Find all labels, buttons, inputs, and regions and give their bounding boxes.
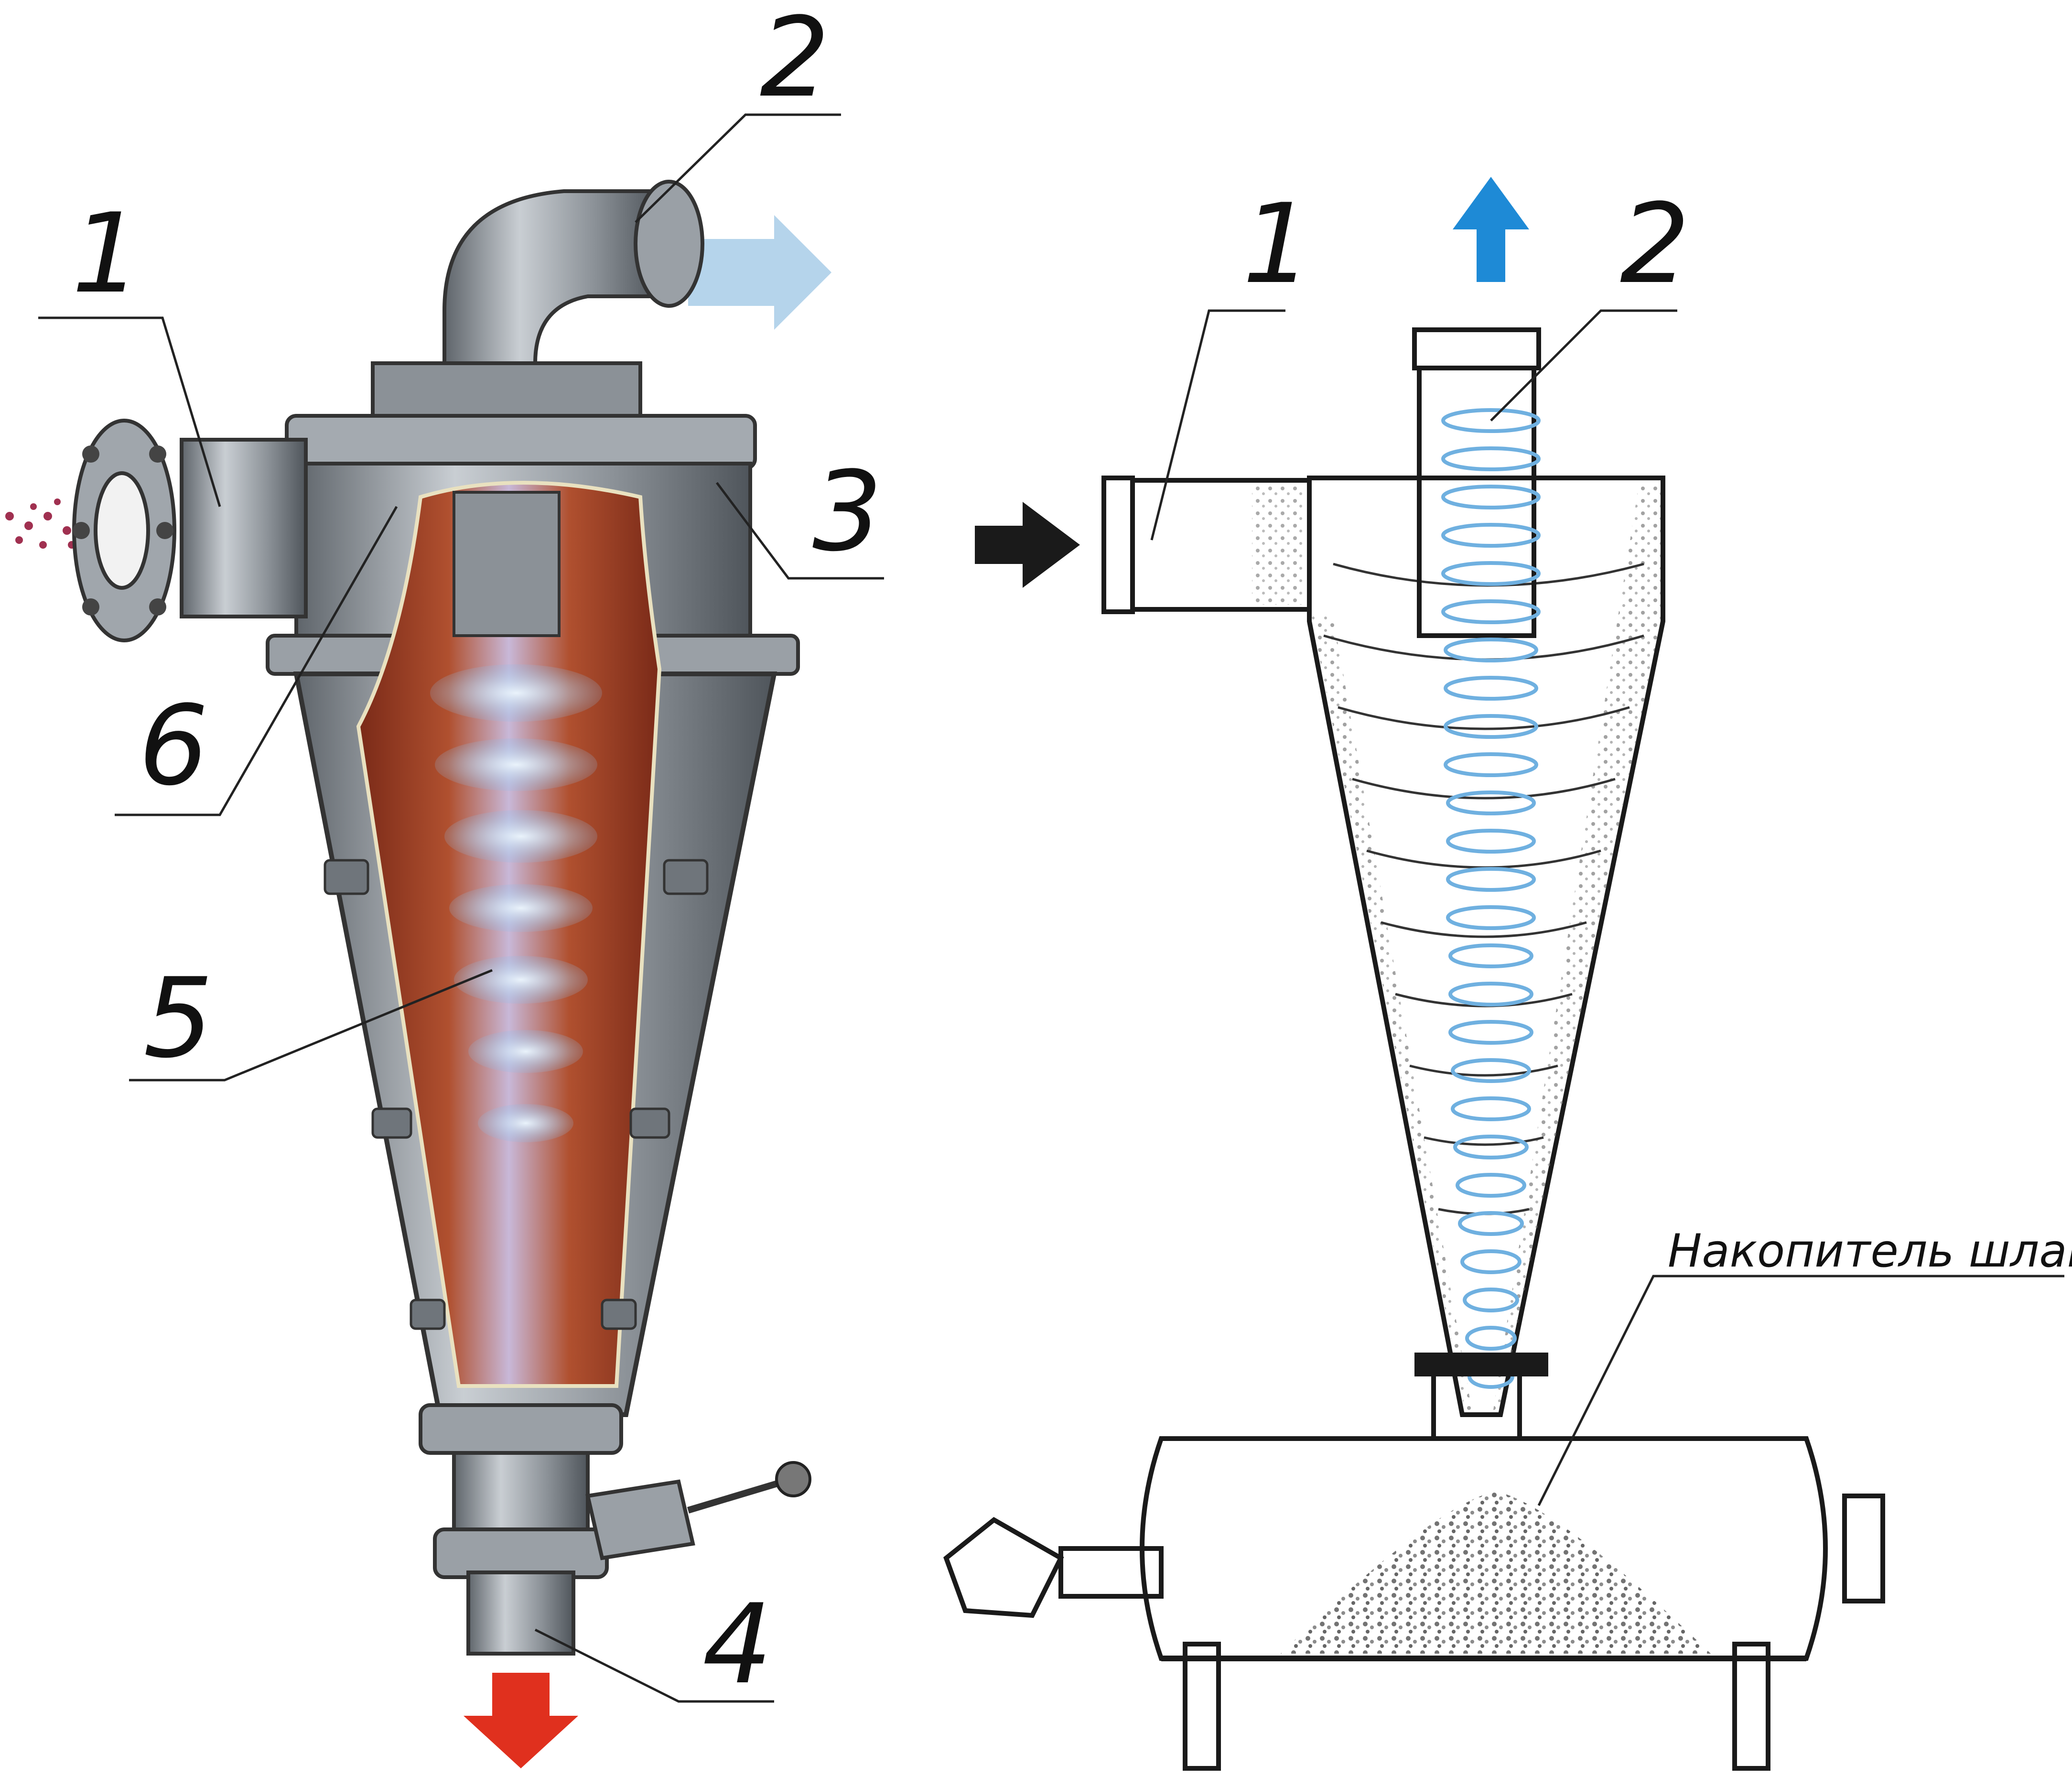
right-callout-1: 1 — [1242, 181, 1312, 308]
underflow-body — [452, 1451, 590, 1541]
inflow-arrow-icon — [975, 502, 1080, 588]
left-drain-pipe — [1058, 1546, 1164, 1599]
left-callout-5: 5 — [143, 955, 213, 1083]
wall-sediment-left — [1312, 617, 1472, 1410]
overflow-elbow-pipe — [442, 189, 661, 365]
inlet-flange-bore — [94, 471, 150, 590]
inlet-sediment-fill — [1252, 485, 1305, 605]
tank-support-right — [1732, 1642, 1770, 1771]
valve-handwheel-icon — [775, 1461, 811, 1497]
bottom-flange — [419, 1403, 623, 1455]
right-leader-lines — [1150, 309, 2064, 1506]
drain-valve — [585, 1479, 695, 1560]
left-leader-lines — [38, 113, 884, 1703]
underflow-flange — [433, 1527, 609, 1579]
left-callout-2: 2 — [760, 0, 830, 122]
left-drain-valve — [943, 1516, 1064, 1618]
left-callout-4: 4 — [702, 1581, 772, 1709]
right-drain-flange — [1842, 1494, 1885, 1603]
right-callout-2: 2 — [1620, 181, 1690, 308]
schematic-overflow-cap — [1412, 327, 1541, 370]
top-cover-upper — [371, 361, 642, 422]
water-swirl — [430, 664, 602, 1142]
right-schematic-figure: 1 2 Накопитель шлама — [943, 177, 2072, 1771]
schematic-body-outline — [1307, 476, 1665, 1417]
overflow-arrow-icon — [1453, 177, 1529, 282]
apex-neck — [1431, 1376, 1522, 1439]
cone-ribs — [324, 859, 709, 1330]
sludge-pile — [1281, 1491, 1711, 1654]
schematic-overflow-tube — [1417, 366, 1536, 638]
left-hydrocyclone-figure: 1 2 3 4 5 6 — [5, 0, 884, 1768]
inlet-flange-bolts — [73, 445, 173, 616]
outflow-arrow-icon — [688, 215, 831, 330]
left-callout-3: 3 — [812, 448, 882, 576]
elbow-flange — [634, 180, 704, 308]
left-callout-6: 6 — [139, 682, 208, 810]
sludge-out-arrow-icon — [464, 1673, 578, 1768]
left-callout-1: 1 — [72, 190, 141, 318]
vortex-finder — [453, 491, 561, 637]
valve-stem — [687, 1478, 785, 1514]
sludge-accumulator-label: Накопитель шлама — [1668, 1225, 2072, 1278]
wall-sediment-right — [1493, 483, 1661, 1410]
inlet-pipe — [180, 438, 308, 618]
tank-support-left — [1183, 1642, 1221, 1771]
apex-flange — [1414, 1353, 1548, 1376]
schematic-inlet-flange — [1101, 476, 1135, 614]
top-cover-flange — [285, 414, 757, 470]
